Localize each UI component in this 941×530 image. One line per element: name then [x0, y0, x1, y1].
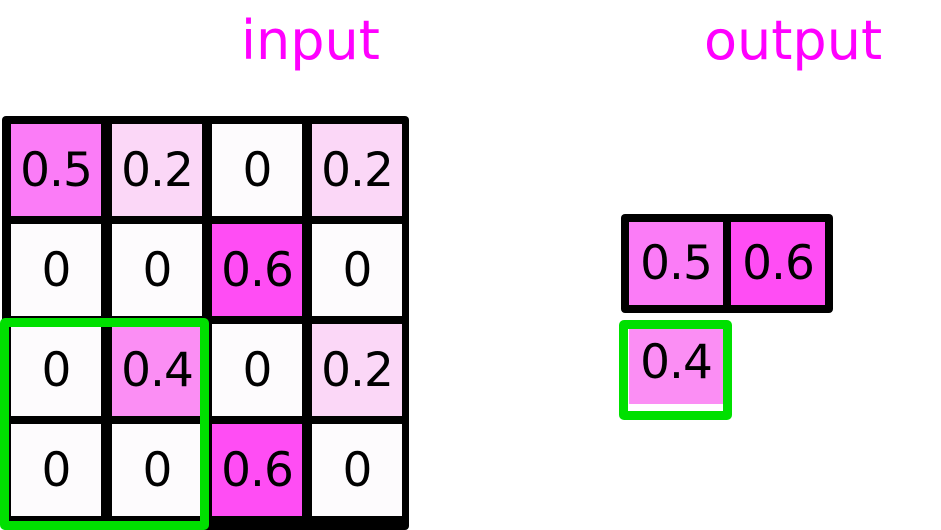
- input-cell-r2c3[interactable]: 0.2: [312, 324, 402, 416]
- output-cell-r0c0[interactable]: 0.5: [629, 222, 723, 305]
- input-cell-r3c0[interactable]: 0: [11, 424, 101, 516]
- input-cell-r1c0[interactable]: 0: [11, 224, 101, 316]
- output-cell-r0c1[interactable]: 0.6: [731, 222, 825, 305]
- input-cell-r2c0[interactable]: 0: [11, 324, 101, 416]
- input-cell-r0c0[interactable]: 0.5: [11, 124, 101, 216]
- input-cell-r2c2[interactable]: 0: [212, 324, 302, 416]
- input-cell-r3c2[interactable]: 0.6: [212, 424, 302, 516]
- input-title: input: [241, 9, 380, 72]
- input-cell-r3c1[interactable]: 0: [112, 424, 202, 516]
- output-cell-r1c0[interactable]: 0.4: [629, 321, 723, 404]
- input-cell-r1c1[interactable]: 0: [112, 224, 202, 316]
- input-cell-r3c3[interactable]: 0: [312, 424, 402, 516]
- input-grid: 0.5 0.2 0 0.2 0 0 0.6 0 0 0.4 0 0.2 0 0 …: [2, 116, 409, 530]
- output-title: output: [704, 9, 883, 72]
- input-cell-r1c2[interactable]: 0.6: [212, 224, 302, 316]
- input-cell-r2c1[interactable]: 0.4: [112, 324, 202, 416]
- output-grid: 0.5 0.6 0.4: [621, 214, 833, 414]
- input-cell-r0c3[interactable]: 0.2: [312, 124, 402, 216]
- input-cell-r0c1[interactable]: 0.2: [112, 124, 202, 216]
- input-cell-r0c2[interactable]: 0: [212, 124, 302, 216]
- input-cell-r1c3[interactable]: 0: [312, 224, 402, 316]
